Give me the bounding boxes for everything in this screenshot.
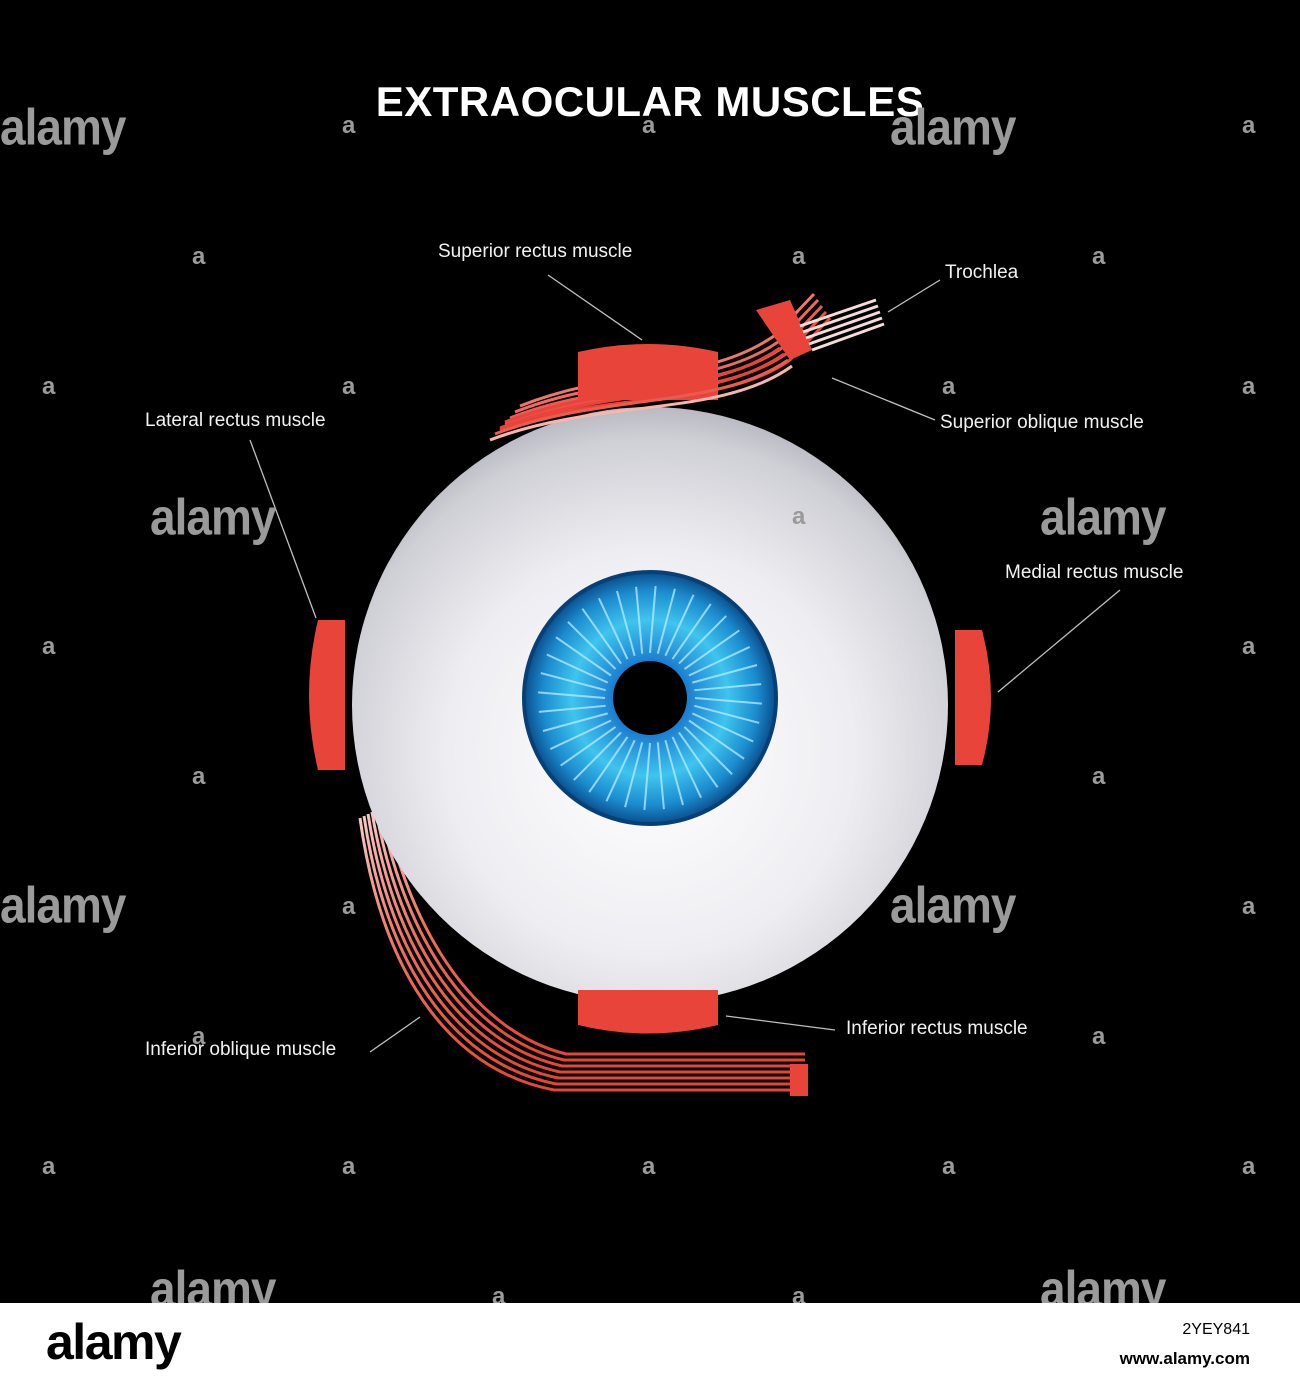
watermark-logo: alamy (890, 98, 1016, 156)
iris-fiber (694, 697, 762, 705)
watermark-mark: a (1242, 112, 1256, 139)
iris-fiber (581, 608, 622, 665)
iris-fiber (664, 740, 684, 806)
iris-fiber (678, 615, 727, 665)
iris-fiber (688, 646, 751, 677)
label-inferior-oblique: Inferior oblique muscle (145, 1039, 337, 1060)
watermark-mark: a (1092, 763, 1106, 790)
leader-lines (249, 274, 1121, 1053)
watermark-mark: a (342, 893, 356, 920)
lateral-rectus-muscle (304, 620, 440, 770)
iris-fiber (560, 726, 617, 767)
watermark-mark: a (1242, 373, 1256, 400)
iris-fiber (664, 594, 695, 657)
watermark-mark: a (792, 243, 806, 270)
inferior-rectus-muscle (578, 905, 718, 1034)
watermark-logo: alamy (150, 488, 276, 546)
iris-fiber (649, 586, 657, 654)
iris-fiber (605, 739, 636, 802)
watermark-mark: a (192, 1023, 206, 1050)
leader-medial-rectus (997, 589, 1121, 693)
watermark-logo: alamy (0, 876, 126, 934)
watermark-mark: a (342, 112, 356, 139)
watermark-mark: a (42, 373, 56, 400)
watermark-logo: alamy (0, 98, 126, 156)
watermark-mark: a (42, 1153, 56, 1180)
iris-fiber (555, 636, 612, 677)
iris-fiber (692, 664, 758, 684)
iris-fiber (694, 683, 762, 692)
iris-fiber (549, 719, 612, 750)
superior-rectus-muscle (578, 344, 718, 500)
watermark-mark: a (942, 373, 956, 400)
inferior-oblique-end (790, 1064, 808, 1096)
watermark-mark: a (792, 503, 806, 530)
leader-lateral-rectus (249, 439, 317, 619)
leader-inferior-rectus (725, 1015, 836, 1031)
iris-fiber (598, 597, 629, 660)
iris-fiber (671, 603, 712, 660)
trochlea-tendon (799, 298, 885, 352)
watermark-mark: a (642, 112, 656, 139)
leader-superior-oblique (831, 377, 936, 421)
watermark-logo: alamy (890, 876, 1016, 934)
iris-fiber (688, 719, 745, 760)
iris-fiber (683, 629, 740, 670)
iris-fiber (656, 588, 676, 654)
iris-fiber (678, 731, 719, 788)
watermark-mark: a (1092, 243, 1106, 270)
medial-rectus-muscle (848, 630, 996, 765)
watermark-logo: alamy (1040, 488, 1166, 546)
label-superior-rectus: Superior rectus muscle (438, 241, 633, 262)
label-inferior-rectus: Inferior rectus muscle (846, 1018, 1028, 1039)
footer-logo: alamy (46, 1314, 182, 1370)
iris-fiber (671, 736, 702, 799)
watermark-mark: a (642, 1153, 656, 1180)
iris-fiber (691, 712, 754, 743)
site-url: www.alamy.com (1119, 1349, 1250, 1368)
iris-fiber (542, 712, 608, 732)
footer-bar: alamy 2YEY841 www.alamy.com (0, 1303, 1300, 1389)
pupil (613, 661, 687, 735)
iris-fiber (616, 590, 636, 656)
iris-fiber (656, 742, 665, 810)
iris-fiber (546, 653, 609, 684)
watermark-mark: a (1242, 1153, 1256, 1180)
iris-fiber (573, 731, 622, 781)
superior-oblique-front (489, 346, 793, 442)
label-trochlea: Trochlea (945, 262, 1019, 283)
iris-fiber (538, 704, 606, 713)
image-id: 2YEY841 (1182, 1321, 1250, 1338)
iris-fiber (588, 736, 629, 793)
iris-fiber (683, 726, 733, 775)
iris-fiber (635, 586, 644, 654)
iris-fiber (643, 742, 651, 810)
leader-trochlea (887, 279, 941, 313)
watermark-mark: a (342, 1153, 356, 1180)
iris-fiber (567, 621, 617, 670)
watermark-mark: a (942, 1153, 956, 1180)
leader-inferior-oblique (369, 1016, 421, 1053)
iris-fiber (624, 742, 644, 808)
iris-limbus (522, 570, 778, 826)
watermark-mark: a (1242, 893, 1256, 920)
watermark-mark: a (342, 373, 356, 400)
iris-fiber (540, 672, 606, 692)
label-medial-rectus: Medial rectus muscle (1005, 562, 1184, 583)
watermark-mark: a (1242, 633, 1256, 660)
label-superior-oblique: Superior oblique muscle (940, 412, 1144, 433)
watermark-mark: a (1092, 1023, 1106, 1050)
iris-fiber (538, 691, 606, 699)
watermark-mark: a (192, 763, 206, 790)
label-lateral-rectus: Lateral rectus muscle (145, 410, 326, 431)
iris-fibers (538, 586, 762, 810)
trochlea-pulley (756, 300, 812, 360)
iris-fiber (694, 704, 760, 724)
watermark-mark: a (42, 633, 56, 660)
diagram-title: EXTRAOCULAR MUSCLES (375, 78, 925, 125)
leader-superior-rectus (547, 274, 643, 341)
watermark-mark: a (192, 243, 206, 270)
